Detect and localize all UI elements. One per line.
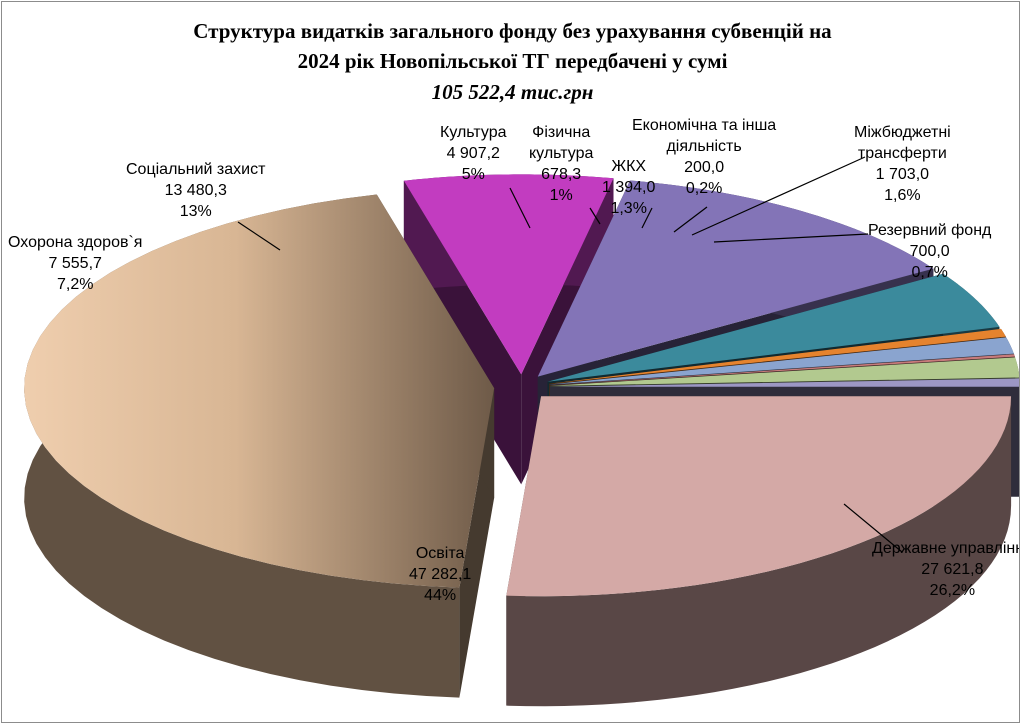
label-reserve: Резервний фонд 700,0 0,7% bbox=[868, 220, 991, 283]
leader-line-econ bbox=[673, 206, 708, 233]
label-derzh-value: 27 621,8 bbox=[921, 561, 984, 578]
label-health-value: 7 555,7 bbox=[48, 255, 102, 272]
label-reserve-value: 700,0 bbox=[909, 243, 950, 260]
label-osvita-value: 47 282,1 bbox=[409, 566, 472, 583]
label-health: Охорона здоров`я 7 555,7 7,2% bbox=[8, 232, 142, 295]
label-derzh: Державне управління 27 621,8 26,2% bbox=[872, 538, 1020, 601]
chart-title-line-2: 2024 рік Новопільської ТГ передбачені у … bbox=[297, 49, 728, 73]
leader-line-gkh bbox=[641, 207, 653, 229]
label-derzh-percent: 26,2% bbox=[929, 582, 976, 599]
label-reserve-percent: 0,7% bbox=[911, 264, 948, 281]
leader-line-reserve bbox=[713, 233, 869, 243]
slice-sport-top bbox=[549, 328, 1006, 384]
leader-line-sport bbox=[589, 207, 601, 225]
slice-derzh-top bbox=[506, 396, 1012, 597]
leader-line-derzh bbox=[843, 503, 903, 553]
slice-reserve-top bbox=[549, 378, 1019, 387]
label-econ-value: 200,0 bbox=[684, 159, 725, 176]
label-transfer-value: 1 703,0 bbox=[875, 166, 930, 183]
slice-social-top bbox=[537, 180, 934, 377]
slice-culture-top bbox=[547, 273, 1000, 382]
label-culture-value: 4 907,2 bbox=[446, 145, 500, 162]
label-health-name: Охорона здоров`я bbox=[8, 234, 143, 251]
slice-osvita-top bbox=[24, 194, 495, 588]
label-culture-name: Культура bbox=[440, 124, 507, 141]
label-derzh-name: Державне управління bbox=[872, 540, 1020, 557]
chart-subtitle: 105 522,4 тис.грн bbox=[431, 80, 594, 104]
label-social-percent: 13% bbox=[179, 203, 212, 220]
label-osvita-name: Освіта bbox=[415, 545, 465, 562]
label-osvita: Освіта 47 282,1 44% bbox=[409, 543, 471, 606]
label-reserve-name: Резервний фонд bbox=[868, 222, 992, 239]
label-health-percent: 7,2% bbox=[57, 276, 94, 293]
label-culture: Культура 4 907,2 5% bbox=[440, 122, 507, 185]
leader-line-culture bbox=[509, 187, 531, 229]
label-social-name: Соціальний захист bbox=[126, 161, 266, 178]
label-gkh: ЖКХ 1 394,0 1,3% bbox=[602, 156, 655, 219]
label-gkh-name: ЖКХ bbox=[611, 158, 647, 175]
slice-gkh-top bbox=[549, 337, 1014, 385]
label-transfer-percent: 1,6% bbox=[884, 187, 921, 204]
leader-line-social bbox=[237, 221, 281, 251]
label-gkh-percent: 1,3% bbox=[610, 200, 647, 217]
slice-derzh-side bbox=[506, 396, 1012, 707]
label-sport-value: 678,3 bbox=[541, 166, 582, 183]
slice-econ-top bbox=[549, 354, 1015, 386]
label-social-value: 13 480,3 bbox=[164, 182, 227, 199]
slice-osvita bbox=[24, 194, 495, 698]
label-gkh-value: 1 394,0 bbox=[602, 179, 656, 196]
label-econ-percent: 0,2% bbox=[685, 180, 723, 197]
chart-title-line-1: Структура видатків загального фонду без … bbox=[193, 19, 832, 43]
slice-health-top bbox=[403, 174, 614, 375]
label-culture-percent: 5% bbox=[461, 166, 485, 183]
chart-title: Структура видатків загального фонду без … bbox=[2, 16, 1019, 76]
label-sport-percent: 1% bbox=[549, 187, 573, 204]
label-social: Соціальний захист 13 480,3 13% bbox=[126, 159, 265, 222]
slice-transfer-top bbox=[549, 357, 1019, 386]
label-osvita-percent: 44% bbox=[424, 587, 457, 604]
leader-line-transfer bbox=[691, 156, 866, 236]
slice-derzh bbox=[506, 396, 1012, 707]
